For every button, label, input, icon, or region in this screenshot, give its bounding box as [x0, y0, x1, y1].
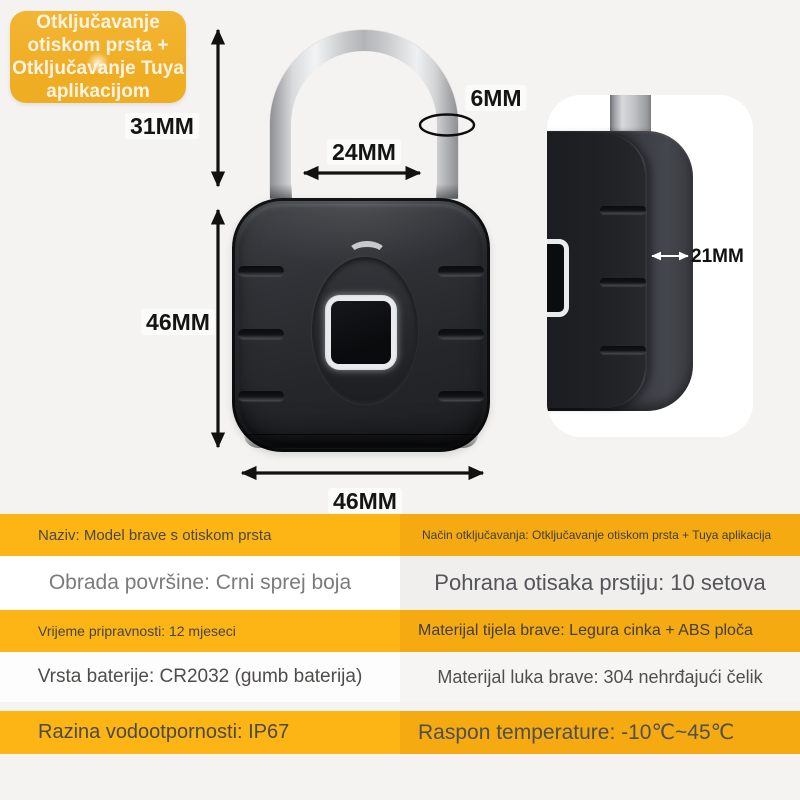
shackle-height-label: 31MM	[125, 113, 199, 139]
body-groove	[238, 329, 284, 339]
body-groove	[600, 206, 646, 214]
body-width-label: 46MM	[328, 488, 402, 514]
spec-temperature-range: Raspon temperature: -10℃~45℃	[400, 711, 800, 754]
body-groove	[438, 266, 484, 276]
unlock-methods-badge: Otključavanje otiskom prsta + Otključava…	[10, 11, 186, 103]
shackle-opening	[291, 51, 437, 198]
spec-surface-finish: Obrada površine: Crni sprej boja	[0, 556, 400, 610]
spec-fingerprint-capacity: Pohrana otisaka prstiju: 10 setova	[400, 556, 800, 610]
padlock-shackle	[270, 30, 458, 198]
side-view-body	[547, 131, 693, 411]
body-height-label: 46MM	[141, 309, 215, 335]
shackle-leg-shadow	[436, 184, 458, 199]
fingerprint-sensor-window	[331, 301, 391, 364]
spec-standby-time: Vrijeme pripravnosti: 12 mjeseci	[0, 610, 400, 652]
led-indicator-arc	[347, 241, 387, 267]
shackle-stub	[610, 95, 651, 135]
spec-unlock-method: Način otključavanja: Otključavanje otisk…	[400, 514, 800, 556]
shackle-diameter-label: 6MM	[465, 85, 527, 111]
padlock-body	[232, 198, 490, 452]
body-groove	[438, 329, 484, 339]
shackle-leg-shadow	[270, 184, 292, 199]
spec-shackle-material: Materijal luka brave: 304 nehrđajući čel…	[400, 652, 800, 702]
fingerprint-sensor-edge	[547, 239, 569, 317]
spec-waterproof-rating: Razina vodootpornosti: IP67	[0, 711, 400, 754]
spec-battery-type: Vrsta baterije: CR2032 (gumb baterija)	[0, 652, 400, 702]
fingerprint-sensor	[325, 295, 397, 370]
spec-name: Naziv: Model brave s otiskom prsta	[0, 514, 400, 556]
body-thickness-label: 21MM	[691, 246, 744, 267]
side-view-card: 21MM	[547, 95, 753, 437]
shackle-width-label: 24MM	[327, 139, 401, 165]
badge-line-1: Otključavanje	[36, 12, 160, 33]
body-groove	[600, 346, 646, 354]
body-groove	[238, 391, 284, 401]
body-groove	[438, 391, 484, 401]
body-groove	[600, 278, 646, 286]
badge-line-2: otiskom prsta +	[27, 35, 169, 56]
body-groove	[238, 266, 284, 276]
badge-line-4: aplikacijom	[46, 81, 150, 102]
badge-line-3: Otključavanje Tuya	[12, 58, 184, 79]
spec-body-material: Materijal tijela brave: Legura cinka + A…	[400, 610, 800, 652]
